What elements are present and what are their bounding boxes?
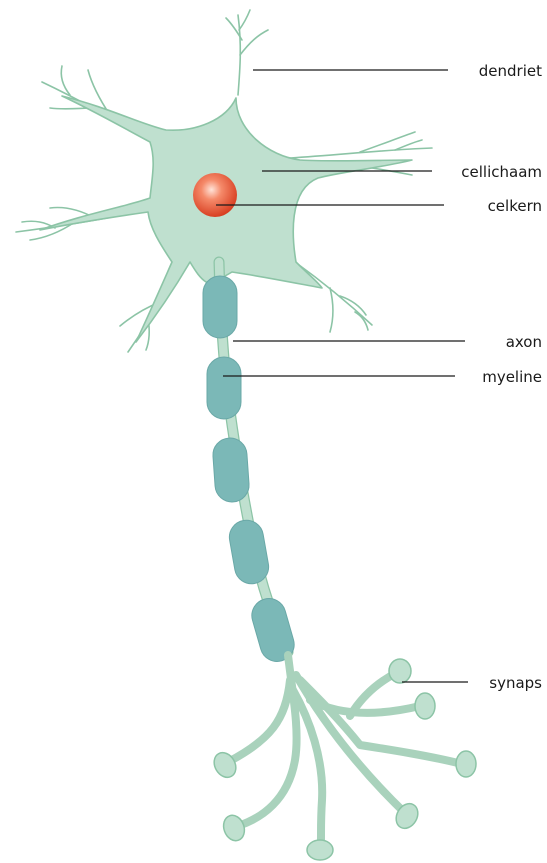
myelin-segment: [203, 276, 237, 338]
nucleus: [193, 173, 237, 217]
myelin-segment: [227, 518, 272, 587]
terminal-bouton: [220, 812, 248, 843]
terminal-bouton: [456, 751, 476, 777]
myelin-segment: [212, 437, 250, 503]
label-synaps: synaps: [489, 674, 542, 692]
axon-terminals: [210, 655, 476, 860]
myelin-segment: [207, 357, 241, 419]
myelin-sheath: [203, 276, 298, 665]
label-celkern: celkern: [488, 197, 542, 215]
terminal-bouton: [307, 840, 333, 860]
terminal-bouton: [389, 659, 411, 683]
label-myeline: myeline: [482, 368, 542, 386]
terminal-bouton: [415, 693, 435, 719]
label-axon: axon: [506, 333, 542, 351]
label-dendriet: dendriet: [479, 62, 542, 80]
label-cellichaam: cellichaam: [461, 163, 542, 181]
labels: dendriet cellichaam celkern axon myeline…: [461, 62, 542, 692]
